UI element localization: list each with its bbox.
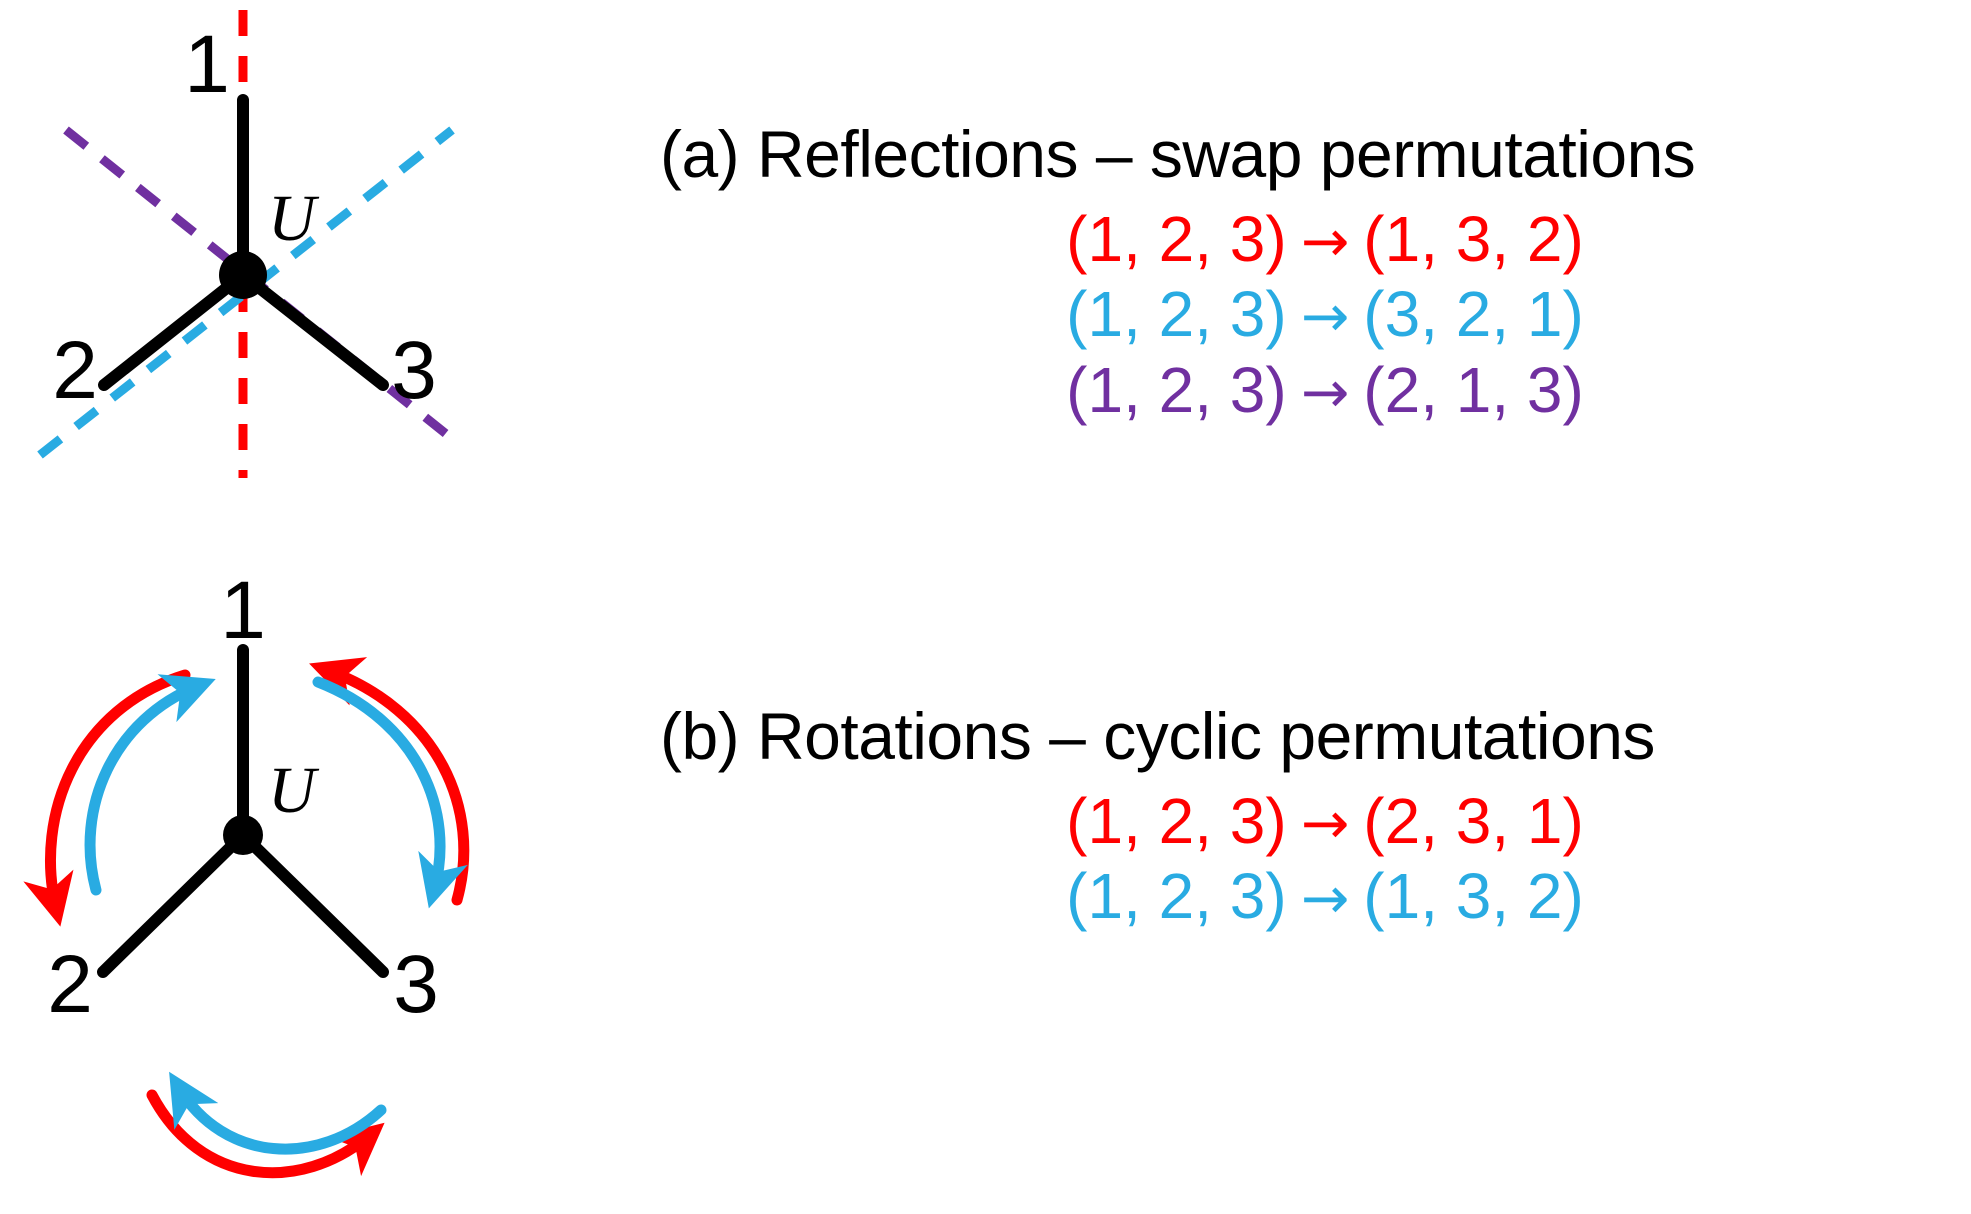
vertex-label-u: U [268,182,320,255]
branch-2-edge [98,269,249,391]
permutation-row: (1, 2, 3)→(2, 1, 3) [660,353,1960,429]
permutation-source: (1, 2, 3) [1066,278,1287,351]
rotations-svg: 1 2 3 U [23,565,470,1179]
mirror-axis-cyan-icon [37,126,455,459]
permutation-arrow-icon: → [1300,206,1350,275]
branch-label-3: 3 [393,939,439,1030]
reflections-diagram: 1 2 3 U [0,0,620,600]
branch-2-edge [97,829,249,978]
permutation-arrow-icon: → [1300,282,1350,351]
branch-label-1: 1 [220,565,266,656]
permutation-row: (1, 2, 3)→(2, 3, 1) [660,784,1960,860]
permutation-arrow-icon: → [1300,864,1350,933]
permutation-arrow-icon: → [1300,357,1350,426]
permutation-target: (1, 3, 2) [1363,202,1584,275]
branch-label-3: 3 [391,325,437,416]
arc-bottom-cyan-icon [169,1071,387,1155]
permutation-arrow-icon: → [1300,788,1350,857]
branch-label-1: 1 [184,19,230,110]
permutation-source: (1, 2, 3) [1066,860,1287,933]
permutation-target: (2, 1, 3) [1363,353,1584,426]
branch-label-2: 2 [47,939,93,1030]
panel-b-permutation-list: (1, 2, 3)→(2, 3, 1) (1, 2, 3)→(1, 3, 2) [660,784,1960,935]
permutation-source: (1, 2, 3) [1066,784,1287,857]
arc-left-red-icon [23,669,191,927]
rotations-text-block: (b) Rotations – cyclic permutations (1, … [660,699,1960,935]
arc-left-cyan-icon [84,674,216,896]
permutation-source: (1, 2, 3) [1066,202,1287,275]
permutation-row: (1, 2, 3)→(1, 3, 2) [660,202,1960,278]
branch-label-2: 2 [52,325,98,416]
permutation-target: (1, 3, 2) [1363,860,1584,933]
permutation-target: (3, 2, 1) [1363,278,1584,351]
vertex-node-icon [223,815,263,855]
branch-3-edge [237,269,389,391]
branch-3-edge [237,829,389,978]
vertex-label-u: U [268,754,320,827]
permutation-target: (2, 3, 1) [1363,784,1584,857]
panel-a-permutation-list: (1, 2, 3)→(1, 3, 2) (1, 2, 3)→(3, 2, 1) … [660,202,1960,429]
vertex-node-icon [219,251,267,299]
reflections-text-block: (a) Reflections – swap permutations (1, … [660,117,1960,429]
permutation-row: (1, 2, 3)→(1, 3, 2) [660,859,1960,935]
arc-right-cyan-icon [312,676,468,909]
reflections-svg: 1 2 3 U [37,10,455,478]
panel-a-heading: (a) Reflections – swap permutations [660,117,1696,191]
permutation-source: (1, 2, 3) [1066,353,1287,426]
rotations-diagram: 1 2 3 U [0,565,620,1214]
panel-b-heading: (b) Rotations – cyclic permutations [660,699,1655,773]
permutation-row: (1, 2, 3)→(3, 2, 1) [660,277,1960,353]
